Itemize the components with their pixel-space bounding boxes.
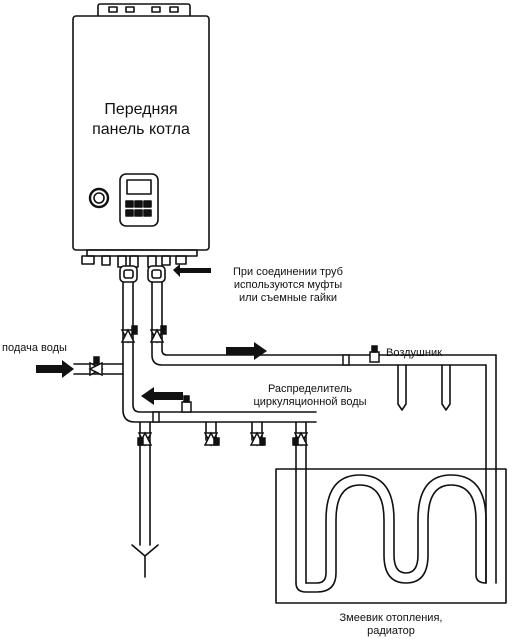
return-line-union-icon — [152, 411, 160, 423]
control-panel — [119, 173, 159, 227]
mounting-bracket — [97, 3, 191, 18]
arrow-right-icon — [36, 360, 74, 378]
radiator-line2: радиатор — [367, 625, 415, 637]
arrow-left-icon — [141, 387, 183, 405]
arrow-right-icon — [226, 342, 267, 360]
branch-valve-icon — [249, 431, 266, 447]
radiator-box — [275, 468, 507, 604]
water-supply-label: подача воды — [2, 342, 67, 354]
boiler-title-line2: панель котла — [92, 121, 190, 138]
heating-coil — [295, 474, 487, 593]
supply-line-union-icon — [342, 354, 350, 366]
branch-valve-icon — [203, 431, 220, 447]
inlet-valve-icon — [88, 356, 104, 377]
return-valve-icon — [120, 325, 138, 344]
radiator-line1: Змеевик отопления, — [339, 612, 443, 624]
knob-icon — [88, 187, 110, 209]
air-vent-label: Воздушник — [386, 347, 442, 359]
pipe-note-line1: При соединении труб — [233, 266, 343, 278]
boiler-title-line1: Передняя — [104, 101, 178, 118]
arrow-left-icon — [173, 264, 211, 277]
boiler-supply-pipe — [151, 281, 497, 366]
supply-branch-stubs — [397, 364, 451, 411]
distributor-branches — [205, 421, 263, 441]
distributor-line2: циркуляционной воды — [253, 396, 367, 408]
pipe-couplings — [119, 265, 166, 283]
distributor-vent-icon — [181, 395, 192, 413]
distributor-label: Распределитель циркуляционной воды — [238, 383, 382, 409]
pipe-connection-note: При соединении труб используются муфты и… — [213, 266, 363, 305]
air-vent-icon — [369, 345, 380, 363]
boiler-return-pipe — [122, 281, 317, 423]
pipe-note-line3: или съемные гайки — [239, 292, 337, 304]
boiler-title: Передняя панель котла — [79, 100, 203, 140]
distributor-line1: Распределитель — [267, 383, 353, 395]
coil-valve-icon — [292, 431, 309, 447]
drain-valve-icon — [137, 431, 153, 447]
supply-valve-icon — [149, 325, 167, 344]
pipe-note-line2: используются муфты — [233, 279, 343, 291]
radiator-label: Змеевик отопления, радиатор — [326, 612, 456, 638]
